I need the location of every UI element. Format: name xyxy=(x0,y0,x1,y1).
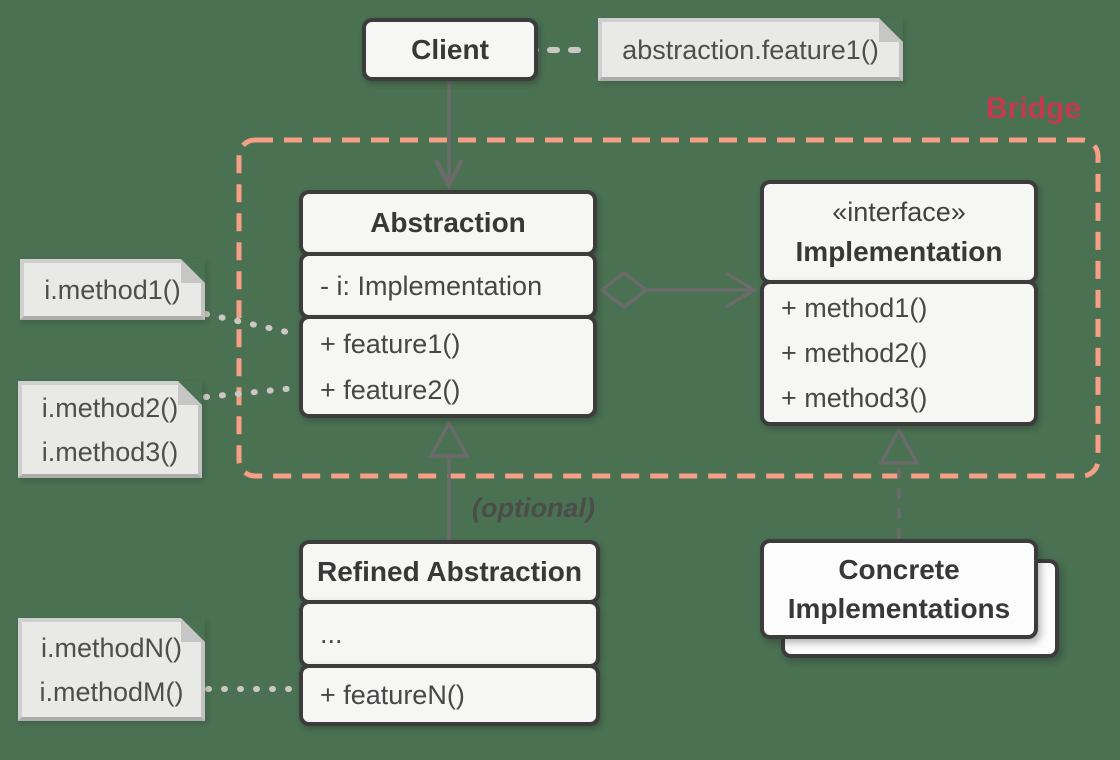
aggregation-arrowhead xyxy=(725,271,758,309)
client-abstraction-arrowhead xyxy=(434,158,464,190)
aggregation-diamond xyxy=(599,270,649,310)
abstraction-methods-compartment: + feature1() + feature2() xyxy=(299,315,597,418)
implementation-header-compartment: «interface» Implementation xyxy=(760,180,1038,284)
implementation-method-2: + method2() xyxy=(781,337,928,368)
client-note: abstraction.feature1() xyxy=(598,18,903,81)
implementation-method-3: + method3() xyxy=(781,382,928,413)
abstraction-class-title: Abstraction xyxy=(370,207,526,238)
concrete-implementations-title-line2: Implementations xyxy=(787,593,1011,624)
concrete-implementations-title-line1: Concrete xyxy=(838,554,960,585)
abstraction-attributes-compartment: - i: Implementation xyxy=(299,252,597,319)
client-class-title: Client xyxy=(411,33,489,65)
optional-annotation: (optional) xyxy=(472,493,595,523)
inheritance-triangle xyxy=(428,419,470,458)
note-methodN-M: i.methodN() i.methodM() xyxy=(18,618,205,721)
refined-abstraction-methods-compartment: + featureN() xyxy=(299,664,600,726)
abstraction-method-2: + feature2() xyxy=(320,374,461,405)
implementation-stereotype: «interface» xyxy=(832,197,966,227)
note1-dotted-line xyxy=(203,311,299,337)
note-method1-text: i.method1() xyxy=(44,274,181,305)
abstraction-attribute: - i: Implementation xyxy=(320,270,543,301)
client-note-text: abstraction.feature1() xyxy=(622,34,879,65)
refined-abstraction-title-compartment: Refined Abstraction xyxy=(299,540,600,604)
note-methodM-text: i.methodM() xyxy=(39,676,184,707)
implementation-methods-compartment: + method1() + method2() + method3() xyxy=(760,280,1038,426)
concrete-implementations-box: Concrete Implementations xyxy=(760,539,1038,639)
refined-abstraction-placeholder: ... xyxy=(320,619,343,649)
refined-abstraction-method: + featureN() xyxy=(320,680,465,710)
bridge-boundary xyxy=(236,137,1101,479)
implementation-method-1: + method1() xyxy=(781,292,928,323)
implementation-class-title: Implementation xyxy=(795,236,1003,267)
note-method2-3: i.method2() i.method3() xyxy=(18,381,202,478)
abstraction-method-1: + feature1() xyxy=(320,328,461,359)
note-method3-text: i.method3() xyxy=(41,436,179,467)
refined-abstraction-attributes-compartment: ... xyxy=(299,600,600,668)
realization-triangle xyxy=(878,426,920,465)
note2-dotted-line xyxy=(203,385,299,400)
refined-abstraction-class-title: Refined Abstraction xyxy=(317,556,582,587)
note-method2-text: i.method2() xyxy=(41,392,179,423)
note-methodN-text: i.methodN() xyxy=(40,632,183,663)
note-method1: i.method1() xyxy=(20,259,205,320)
abstraction-title-compartment: Abstraction xyxy=(299,190,597,256)
client-class-box: Client xyxy=(362,18,538,81)
bridge-label: Bridge xyxy=(986,92,1082,125)
